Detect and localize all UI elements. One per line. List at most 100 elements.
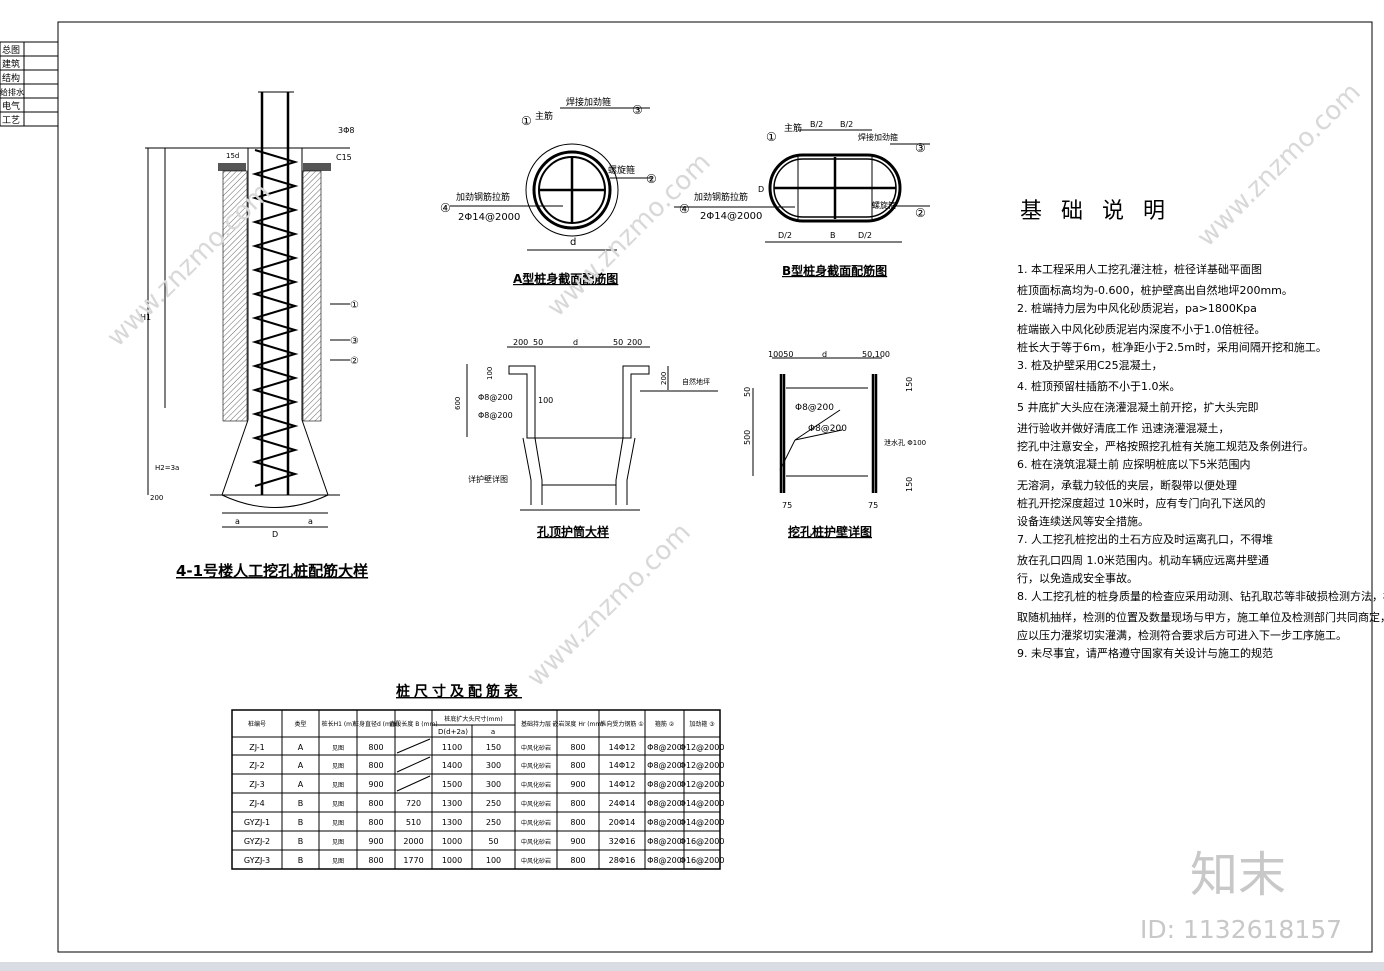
table-header: 纵向受力钢筋 ① <box>600 720 643 728</box>
table-cell: A <box>298 761 304 770</box>
legend-item: 结构 <box>2 72 20 84</box>
callout-1: ① <box>766 130 777 144</box>
dim-200-right: 200 <box>627 338 642 347</box>
spiral-stirrup <box>251 149 299 487</box>
table-cell: 中风化砂岩 <box>521 744 551 752</box>
table-cell: Φ8@200 <box>647 799 682 808</box>
dim-600: 600 <box>454 397 462 410</box>
table-gridline <box>396 738 431 754</box>
table-subheader: a <box>491 728 495 736</box>
label-a-left: a <box>235 517 240 526</box>
legend-item: 电气 <box>2 100 20 112</box>
table-cell: 14Φ12 <box>609 743 636 752</box>
table-cell: 中风化砂岩 <box>521 838 551 846</box>
note-line: 放在孔口四周 1.0米范围内。机动车辆应远离井壁通 <box>1017 554 1269 567</box>
legend-item: 总图 <box>2 44 20 56</box>
table-cell: 14Φ12 <box>609 780 636 789</box>
label-a-right: a <box>308 517 313 526</box>
note-line: 5 井底扩大头应在浇灌混凝土前开挖，扩大头完即 <box>1017 401 1259 414</box>
dim-200-left: 200 <box>513 338 528 347</box>
table-cell: ZJ-4 <box>249 799 265 808</box>
callout-2: ② <box>646 172 657 186</box>
table-cell: 800 <box>570 743 585 752</box>
pile-detail-title: 4-1号楼人工挖孔桩配筋大样 <box>176 562 368 580</box>
table-cell: 见图 <box>332 839 344 846</box>
table-cell: Φ14@2000 <box>680 799 725 808</box>
note-line: 应以压力灌浆切实灌满，检测符合要求后方可进入下一步工序施工。 <box>1017 629 1347 642</box>
table-header: 桩底扩大头尺寸(mm) <box>444 715 502 723</box>
note-line: 桩长大于等于6m，桩净距小于2.5m时，采用间隔开挖和施工。 <box>1017 341 1327 354</box>
note-line: 进行验收并做好清底工作 迅速浇灌混凝土， <box>1017 422 1230 435</box>
callout-3: ③ <box>915 141 926 155</box>
table-cell: Φ8@200 <box>647 743 682 752</box>
table-cell: 1770 <box>403 856 423 865</box>
note-line: 无溶洞，承载力较低的夹层，断裂带以便处理 <box>1017 479 1237 492</box>
note-line: 9. 未尽事宜，请严格遵守国家有关设计与施工的规范 <box>1017 647 1273 660</box>
watermark-brand: 知末 <box>1190 847 1287 903</box>
table-cell: 见图 <box>332 820 344 827</box>
notes-title: 基 础 说 明 <box>1020 199 1171 224</box>
table-cell: 1300 <box>442 799 462 808</box>
bottom-bar <box>0 962 1384 971</box>
section-b: ① 主筋 B/2 B/2 焊接加劲箍 ③ 螺旋箍 ② 加劲钢筋拉筋 ④ 2Φ14… <box>674 120 930 278</box>
table-cell: 1000 <box>442 837 462 846</box>
table-cell: A <box>298 780 304 789</box>
table-header: 基础持力层 <box>521 720 551 728</box>
table-cell: B <box>298 799 304 808</box>
label-rebar-top: 3Φ8 <box>338 126 354 135</box>
table-cell: 见图 <box>332 801 344 808</box>
table-cell: 720 <box>406 799 421 808</box>
callout-3: ③ <box>350 336 359 347</box>
table-cell: 800 <box>570 761 585 770</box>
label-bar-2: Φ8@200 <box>478 411 513 420</box>
top-casing-title: 孔顶护筒大样 <box>537 524 609 539</box>
note-line: 挖孔中注意安全，严格按照挖孔桩有关施工规范及条例进行。 <box>1017 440 1314 453</box>
table-header: 嵌岩深度 Hr (mm) <box>552 720 603 728</box>
note-line: 行，以免造成安全事故。 <box>1017 572 1138 585</box>
label-b: B <box>830 231 836 240</box>
table-cell: 见图 <box>332 782 344 789</box>
table-cell: 900 <box>368 780 383 789</box>
label-tie: 加劲钢筋拉筋 <box>694 191 748 203</box>
table-cell: ZJ-2 <box>249 761 265 770</box>
label-main-bar: 主筋 <box>784 122 802 134</box>
table-header: 加劲箍 ③ <box>689 720 714 728</box>
callout-4: ④ <box>679 202 690 216</box>
table-cell: 800 <box>570 856 585 865</box>
table-cell: 100 <box>486 856 501 865</box>
table-cell: 800 <box>368 743 383 752</box>
notes-list: 1. 本工程采用人工挖孔灌注桩，桩径详基础平面图 桩顶面标高均为-0.600，桩… <box>1017 262 1384 667</box>
label-d: D <box>272 530 278 539</box>
note-line: 3. 桩及护壁采用C25混凝土， <box>1017 359 1163 372</box>
legend-item: 工艺 <box>2 115 20 126</box>
table-cell: GYZJ-3 <box>244 856 270 865</box>
callout-2: ② <box>350 356 359 367</box>
label-spacing: 200 <box>150 494 163 502</box>
wall-detail-title: 挖孔桩护壁详图 <box>788 524 872 539</box>
table-cell: Φ8@200 <box>647 761 682 770</box>
table-title: 桩尺寸及配筋表 <box>396 683 522 700</box>
label-half-d-1: D/2 <box>778 231 792 240</box>
table-header: 桩编号 <box>248 720 266 728</box>
callout-4: ④ <box>440 201 451 215</box>
label-ground: 自然地坪 <box>682 377 710 386</box>
table-cell: Φ16@2000 <box>680 856 725 865</box>
table-cell: 28Φ16 <box>609 856 636 865</box>
note-line: 7. 人工挖孔桩挖出的土石方应及时运离孔口，不得堆 <box>1017 533 1273 546</box>
table-cell: 见图 <box>332 745 344 752</box>
note-line: 取随机抽样，检测的位置及数量现场与甲方，施工单位及检测部门共同商定，检测孔最后 <box>1017 611 1384 624</box>
table-header: 桩长H1 (m) <box>322 720 355 728</box>
table-gridline <box>396 775 431 792</box>
table-cell: 20Φ14 <box>609 818 636 827</box>
table-cell: 300 <box>486 780 501 789</box>
section-a-title: A型桩身截面配筋图 <box>513 271 618 286</box>
label-h1: H1 <box>140 313 151 322</box>
table-cell: 250 <box>486 818 501 827</box>
label-spiral: 螺旋箍 <box>608 164 635 176</box>
table-cell: Φ12@2000 <box>680 761 725 770</box>
note-line: 桩孔开挖深度超过 10米时，应有专门向孔下送风的 <box>1017 497 1266 510</box>
dim-75-left: 75 <box>782 501 792 510</box>
table-cell: 300 <box>486 761 501 770</box>
table-cell: Φ8@200 <box>647 856 682 865</box>
